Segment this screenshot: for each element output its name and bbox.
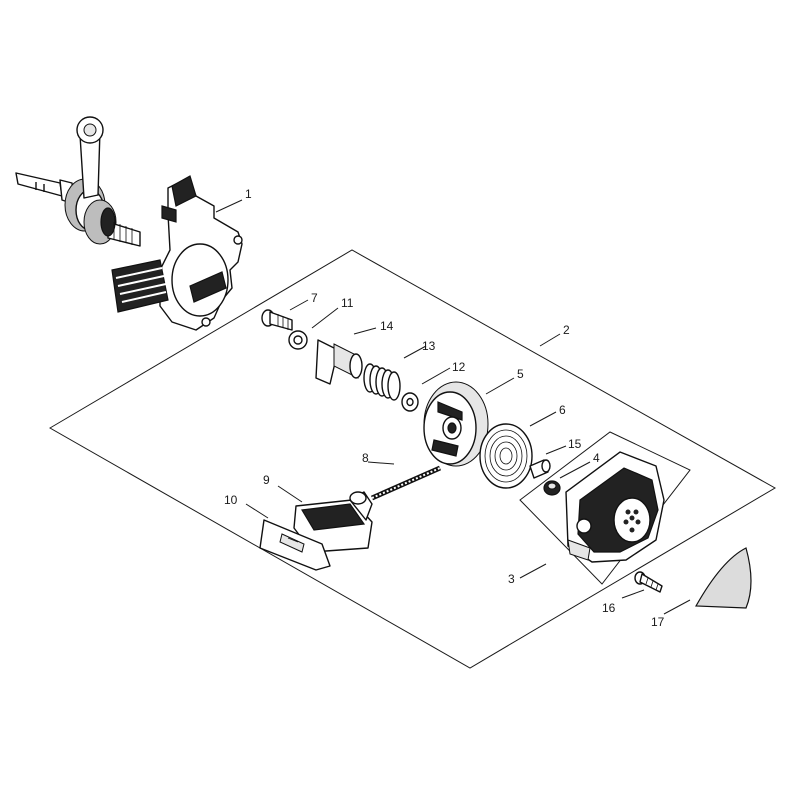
part-12-washer [401,392,419,412]
callout-12: 12 [452,360,466,374]
assembly-outline [49,249,777,669]
callout-7: 7 [311,291,318,305]
callout-8: 8 [362,451,369,465]
callout-15: 15 [568,437,582,451]
part-10-grip [259,519,331,571]
part-13-spring [363,363,401,401]
callout-2: 2 [563,323,570,337]
part-15-bushing [529,459,551,479]
callout-9: 9 [263,473,270,487]
part-11-washer [288,330,308,350]
callout-3: 3 [508,572,515,586]
part-16-screw [634,571,663,593]
leader-lines [215,199,691,615]
part-17-cover [694,547,752,609]
callout-13: 13 [422,339,436,353]
callout-10: 10 [224,493,238,507]
callout-1: 1 [245,187,252,201]
part-4-nut [543,480,561,496]
callout-6: 6 [559,403,566,417]
callouts: 1 2 3 4 5 6 7 8 9 10 11 12 13 14 15 16 1… [224,187,665,629]
callout-16: 16 [602,601,616,615]
part-6-recoil-spring [479,423,533,489]
callout-14: 14 [380,319,394,333]
callout-5: 5 [517,367,524,381]
callout-17: 17 [651,615,665,629]
part-9-handle [293,491,373,553]
part-8-rope [370,465,442,501]
part-5-pulley [423,381,489,467]
crankshaft-assembly [15,116,141,247]
part-7-bolt [261,309,293,331]
part-3-starter-case [519,431,691,585]
part-14-shaft [315,339,363,385]
part-1-starter-housing [111,175,243,331]
callout-4: 4 [593,451,600,465]
callout-11: 11 [341,296,354,310]
